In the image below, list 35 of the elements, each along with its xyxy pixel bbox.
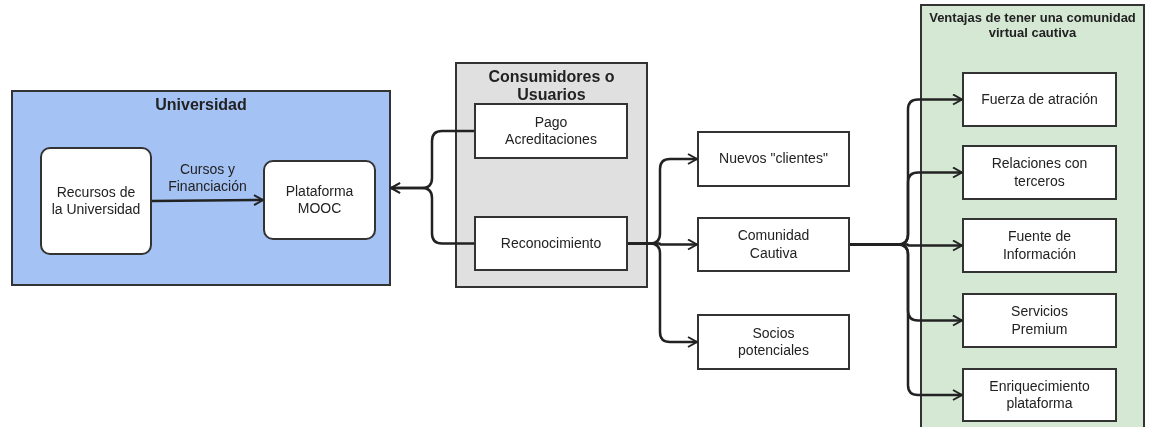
box-label: Recursos de la Universidad bbox=[51, 183, 141, 219]
process-box bbox=[962, 218, 1117, 273]
arrow bbox=[152, 194, 264, 207]
process-box bbox=[962, 72, 1117, 127]
process-box bbox=[474, 216, 628, 271]
process-box bbox=[697, 131, 850, 187]
group-heading: Ventajas de tener una comunidad virtual cautiva bbox=[928, 10, 1137, 40]
process-box bbox=[962, 145, 1117, 200]
process-box bbox=[962, 293, 1117, 348]
box-label: Fuerza de atración bbox=[981, 90, 1098, 109]
rounded-process-box bbox=[40, 147, 152, 255]
box-label: Socios potenciales bbox=[737, 324, 810, 360]
rounded-process-box bbox=[263, 160, 376, 240]
process-box bbox=[962, 368, 1117, 422]
box-label: Pago Acreditaciones bbox=[504, 113, 598, 149]
box-label: Enriquecimiento plataforma bbox=[988, 377, 1091, 413]
group-heading: Universidad bbox=[154, 96, 248, 114]
box-label: Nuevos "clientes" bbox=[719, 150, 828, 168]
group-panel bbox=[11, 90, 391, 286]
arrow bbox=[850, 243, 963, 401]
box-label: Fuente de Información bbox=[1001, 228, 1078, 263]
process-box bbox=[697, 217, 850, 272]
box-label: Servicios Premium bbox=[1010, 303, 1069, 338]
edge-label: Cursos y Financiación bbox=[167, 161, 248, 195]
process-box bbox=[697, 314, 850, 370]
arrow bbox=[390, 182, 474, 245]
arrow bbox=[628, 242, 698, 348]
box-label: Reconocimiento bbox=[500, 234, 602, 253]
box-label: Relaciones con terceros bbox=[990, 155, 1089, 190]
group-panel bbox=[455, 62, 648, 288]
group-panel bbox=[920, 4, 1145, 427]
box-label: Comunidad Cautiva bbox=[736, 227, 811, 262]
box-label: Plataforma MOOC bbox=[284, 182, 355, 218]
group-heading: Consumidores o Usuarios bbox=[487, 68, 616, 104]
process-box bbox=[474, 103, 628, 159]
